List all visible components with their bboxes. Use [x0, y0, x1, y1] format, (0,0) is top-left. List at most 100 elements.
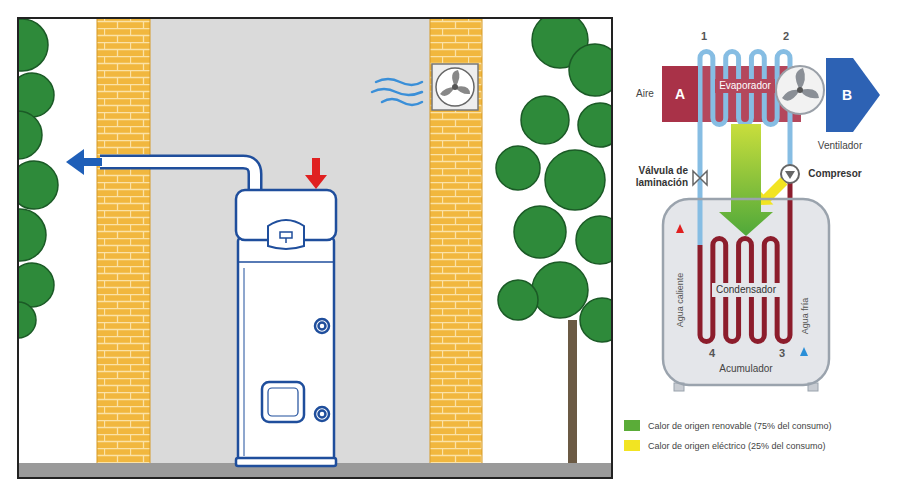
- legend: Calor de origen renovable (75% del consu…: [624, 420, 832, 460]
- drawn-path: [100, 162, 255, 192]
- drawn-circle: [514, 206, 566, 258]
- drawn-rect: [268, 388, 298, 416]
- scene-frame: [18, 18, 612, 478]
- drawn-rect: [432, 64, 478, 110]
- legend-row: Calor de origen renovable (75% del consu…: [624, 420, 832, 431]
- legend-swatch: [624, 440, 640, 451]
- storage-tank: Acumulador Condensador: [662, 198, 830, 386]
- electric-heat-arrow: [760, 178, 788, 206]
- brick-wall: [97, 18, 150, 465]
- legend-text: Calor de origen eléctrico (25% del consu…: [648, 441, 826, 451]
- node-text: Evaporador: [715, 79, 775, 93]
- drawn-circle: [18, 73, 54, 117]
- heat-pump-schematic: [663, 52, 829, 391]
- air-inlet-box: A: [662, 66, 698, 122]
- drawn-path: [372, 89, 422, 95]
- drawn-path: [280, 232, 292, 243]
- drawn-circle: [452, 84, 458, 90]
- drawn-circle: [319, 323, 326, 330]
- wall-fan: [432, 64, 478, 110]
- compressor-symbol: [781, 165, 799, 183]
- condenser-coil: [700, 239, 790, 342]
- compressor-symbol: [785, 171, 795, 179]
- air-inlet-arrow: [305, 158, 327, 189]
- drawn-circle: [18, 263, 54, 307]
- drawn-circle: [18, 209, 46, 261]
- point-number: 1: [701, 30, 707, 43]
- drawn-rect: [568, 320, 577, 465]
- legend-row: Calor de origen eléctrico (25% del consu…: [624, 440, 832, 451]
- sky: [18, 18, 612, 478]
- drawn-path: [440, 70, 470, 96]
- legend-swatch: [624, 420, 640, 431]
- drawn-rect: [238, 238, 334, 464]
- scene: [18, 18, 612, 478]
- drawn-circle: [545, 150, 605, 210]
- drawn-path: [382, 99, 422, 105]
- drawn-line: [238, 261, 334, 263]
- drawn-circle: [319, 411, 326, 418]
- air-label: Aire: [636, 88, 654, 100]
- point-number: 2: [783, 30, 789, 43]
- air-flow: [372, 79, 422, 105]
- drawn-path: [268, 220, 304, 249]
- drawn-circle: [18, 19, 48, 71]
- exhaust-duct: [66, 149, 255, 192]
- fan-label: Ventilador: [818, 140, 862, 152]
- drawn-circle: [18, 161, 58, 209]
- hot-water-label: Agua caliente: [675, 273, 685, 328]
- drawn-circle: [521, 96, 569, 144]
- node-text: A: [675, 86, 685, 102]
- condenser-box: Condensador: [700, 236, 792, 344]
- drawn-line: [244, 268, 245, 456]
- drawn-rect: [262, 382, 304, 422]
- tank-outline: [663, 199, 829, 385]
- arrow-shape: [826, 58, 880, 132]
- drawn-rect: [236, 458, 336, 466]
- air-outlet-arrow: B: [826, 58, 880, 132]
- node-text: B: [842, 87, 852, 103]
- right-tree: [496, 18, 612, 465]
- drawn-circle: [569, 44, 612, 96]
- drawn-circle: [315, 407, 329, 421]
- drawn-path: [782, 68, 819, 101]
- drawn-path: [100, 162, 255, 192]
- drawn-circle: [580, 298, 612, 342]
- node-text: Acumulador: [719, 363, 772, 375]
- fan-symbol: [776, 66, 824, 114]
- node-text: Condensador: [712, 283, 780, 297]
- heat-pump-water-heater: [236, 190, 336, 466]
- room-floor: [150, 18, 430, 465]
- valve-label: Válvula de laminación: [606, 165, 688, 188]
- drawn-circle: [578, 103, 612, 147]
- return-pipe: [698, 118, 703, 245]
- cold-water-label: Agua fría: [800, 298, 810, 335]
- brick-wall: [430, 18, 482, 465]
- point-number: 3: [779, 347, 785, 360]
- drawn-circle: [797, 87, 803, 93]
- drawn-circle: [18, 302, 36, 338]
- drawn-circle: [498, 280, 538, 320]
- arrow-shape: [826, 58, 880, 132]
- drawn-circle: [776, 66, 824, 114]
- drawn-circle: [576, 216, 612, 264]
- hot-water-marker: [676, 224, 684, 233]
- legend-text: Calor de origen renovable (75% del consu…: [648, 421, 832, 431]
- left-tree: [18, 19, 58, 338]
- drawn-circle: [18, 111, 42, 159]
- drawn-rect: [312, 158, 320, 176]
- compressor-label: Compresor: [808, 168, 861, 180]
- hot-pipe: [788, 183, 793, 245]
- cold-water-marker: [800, 347, 808, 356]
- point-number: 4: [709, 347, 715, 360]
- drawn-circle: [436, 68, 474, 106]
- suction-pipe: [788, 118, 793, 165]
- evaporator-box: Evaporador: [698, 48, 792, 124]
- drawn-path: [376, 79, 422, 85]
- expansion-valve: [693, 171, 707, 185]
- heat-flow-arrow: [719, 124, 773, 236]
- drawn-circle: [496, 146, 540, 190]
- drawn-circle: [315, 319, 329, 333]
- drawn-path: [66, 149, 84, 175]
